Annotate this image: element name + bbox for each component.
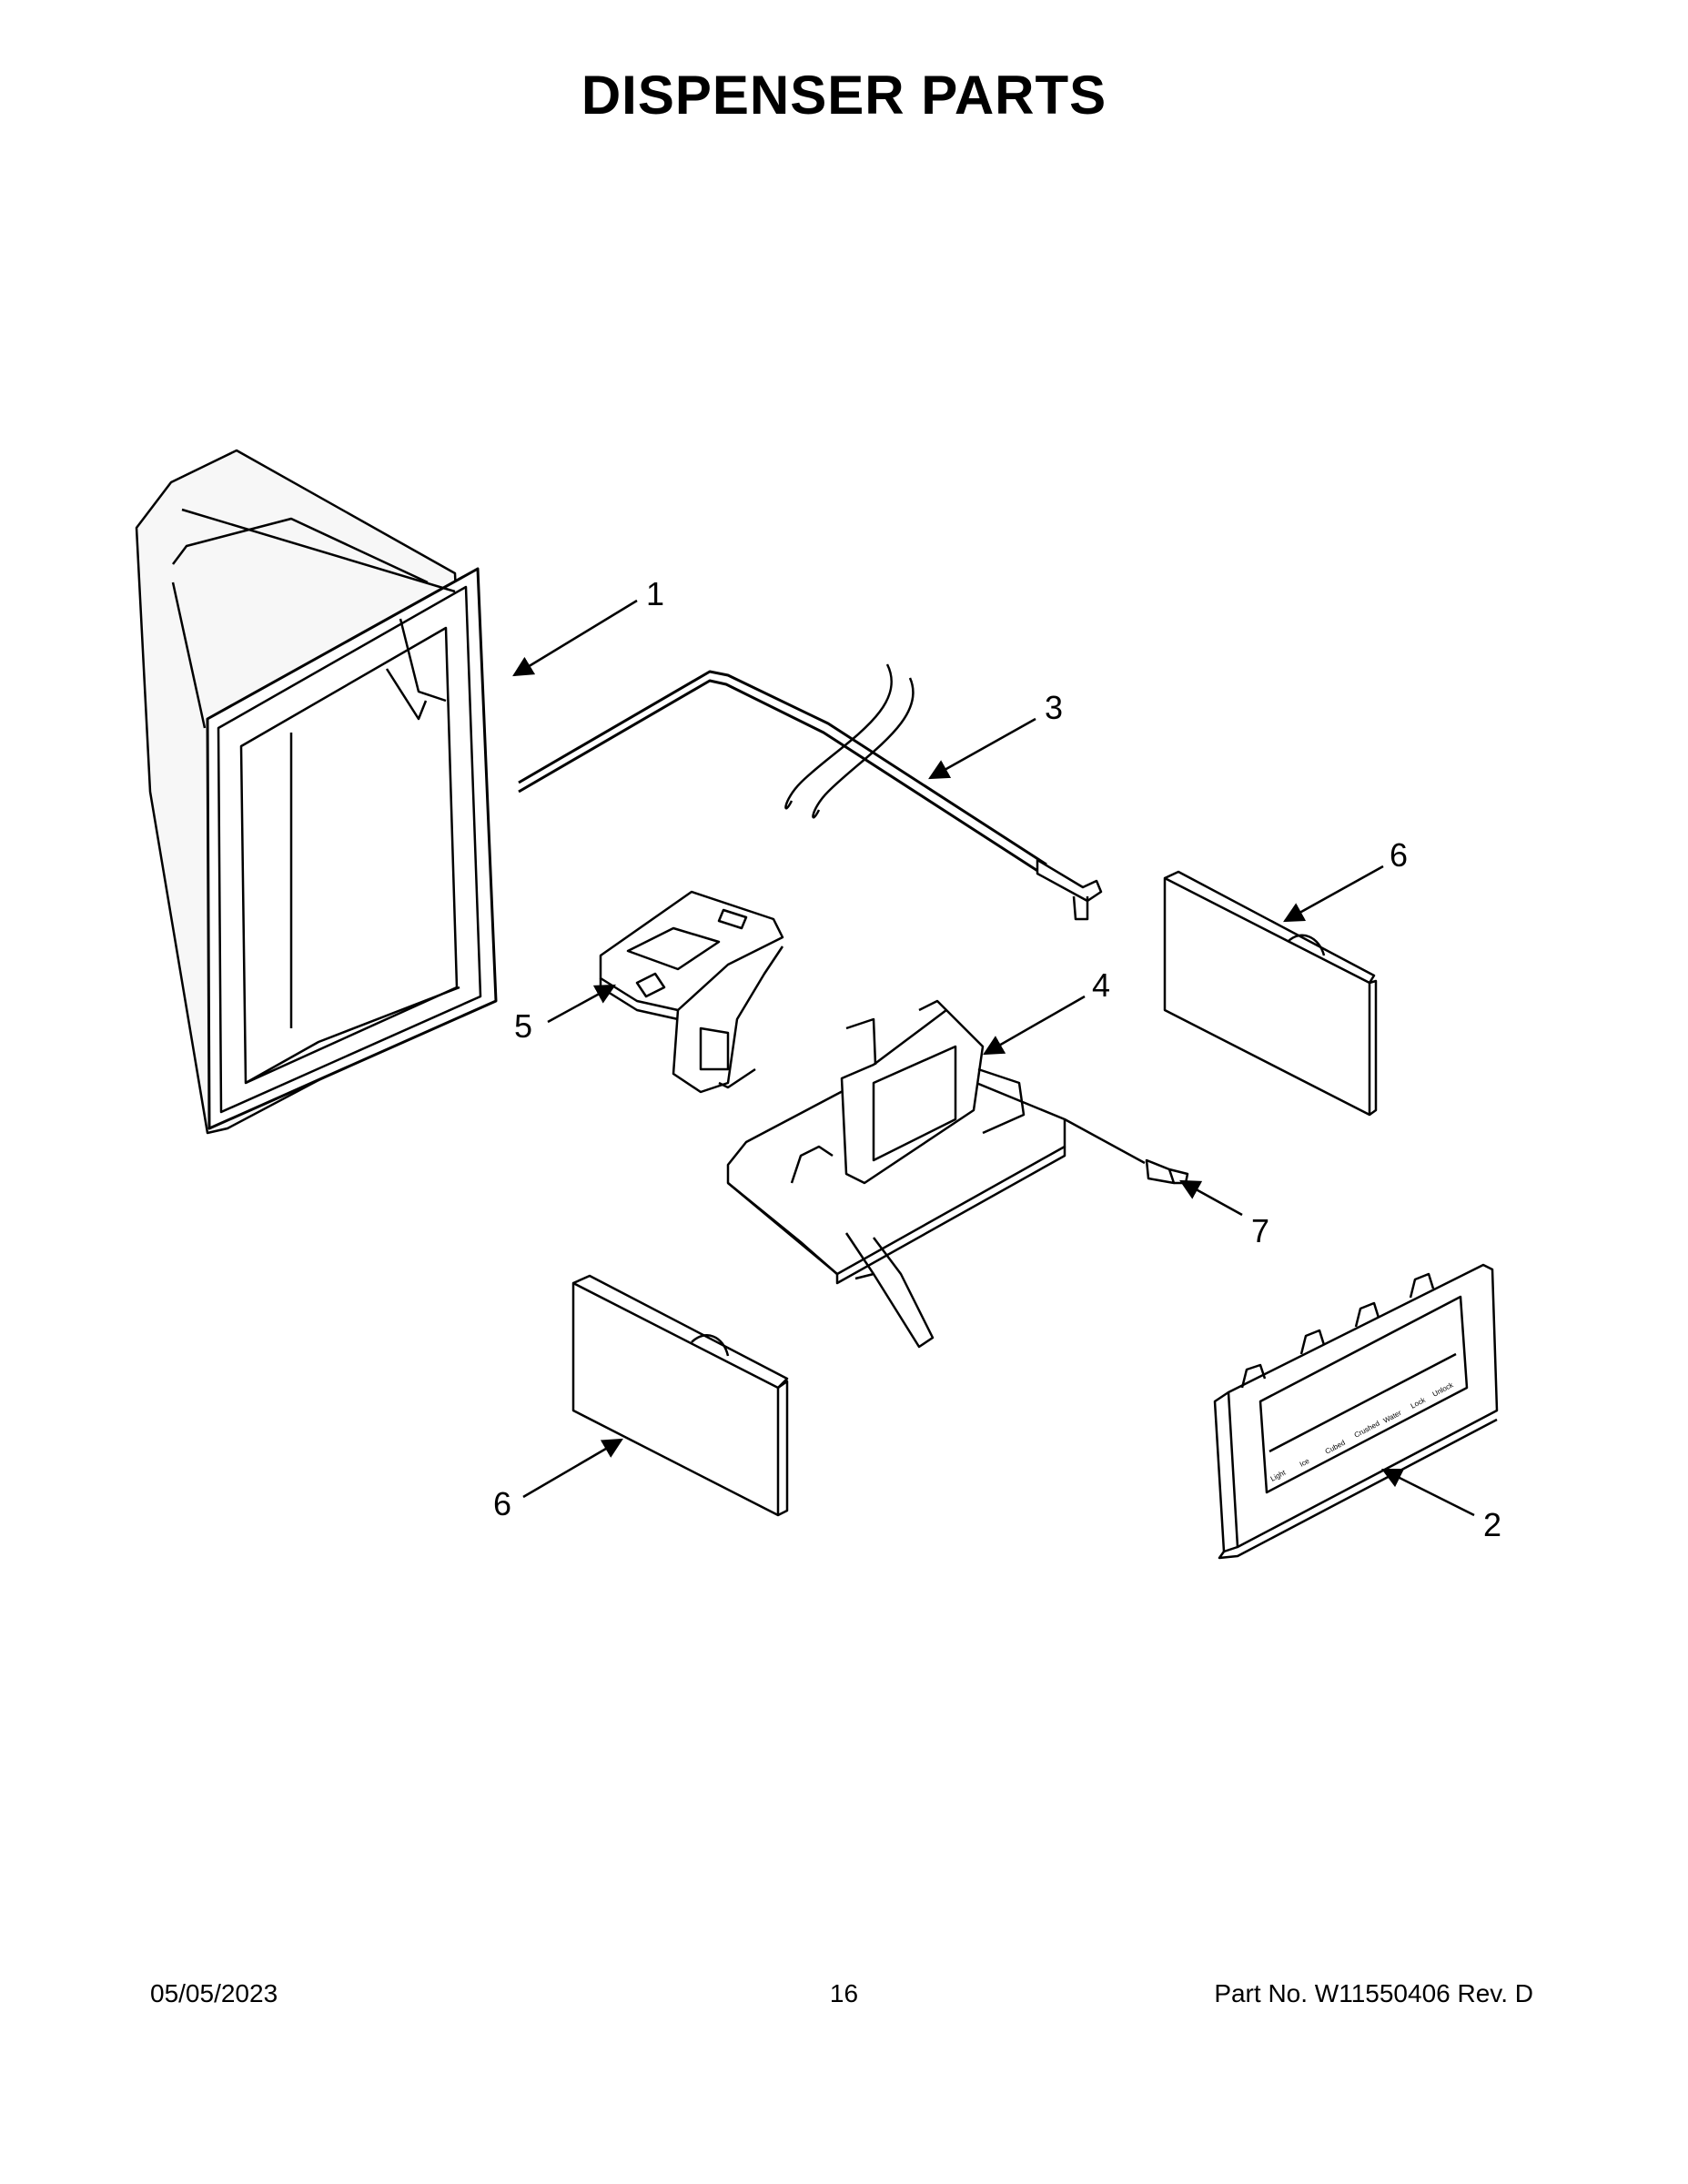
callout-5: 5: [514, 1007, 532, 1045]
chute-door-part: [599, 890, 784, 1094]
callout-2: 2: [1483, 1506, 1501, 1543]
leader-5: [547, 984, 616, 1024]
callout-3: 3: [1045, 689, 1063, 726]
cover-lower-part: [571, 1274, 789, 1517]
footer-part-number: Part No. W11550406 Rev. D: [1214, 1979, 1533, 2007]
callout-1: 1: [646, 575, 664, 612]
callout-6a: 6: [1390, 836, 1408, 874]
control-panel-part: [1213, 1263, 1499, 1560]
dispenser-housing-part: [135, 449, 498, 1135]
cover-upper-part: [1163, 870, 1378, 1117]
leader-2: [1380, 1468, 1475, 1517]
callout-4: 4: [1092, 966, 1110, 1004]
leader-4-screw: [1064, 1117, 1146, 1165]
actuator-assembly-part: [726, 999, 1066, 1349]
leader-6b: [522, 1438, 623, 1499]
page-title: DISPENSER PARTS: [581, 65, 1107, 126]
leader-7: [1179, 1179, 1243, 1217]
leader-4: [983, 995, 1086, 1056]
screw-part: [1145, 1158, 1189, 1185]
footer-page-number: 16: [829, 1979, 859, 2007]
water-tube-part: [518, 663, 1103, 921]
callout-7: 7: [1251, 1212, 1269, 1249]
leader-3: [928, 717, 1036, 780]
callout-6b: 6: [493, 1485, 511, 1522]
leader-1: [512, 599, 638, 677]
leader-6a: [1283, 864, 1384, 923]
footer-date: 05/05/2023: [150, 1979, 278, 2007]
leader-lines: [512, 599, 1475, 1517]
